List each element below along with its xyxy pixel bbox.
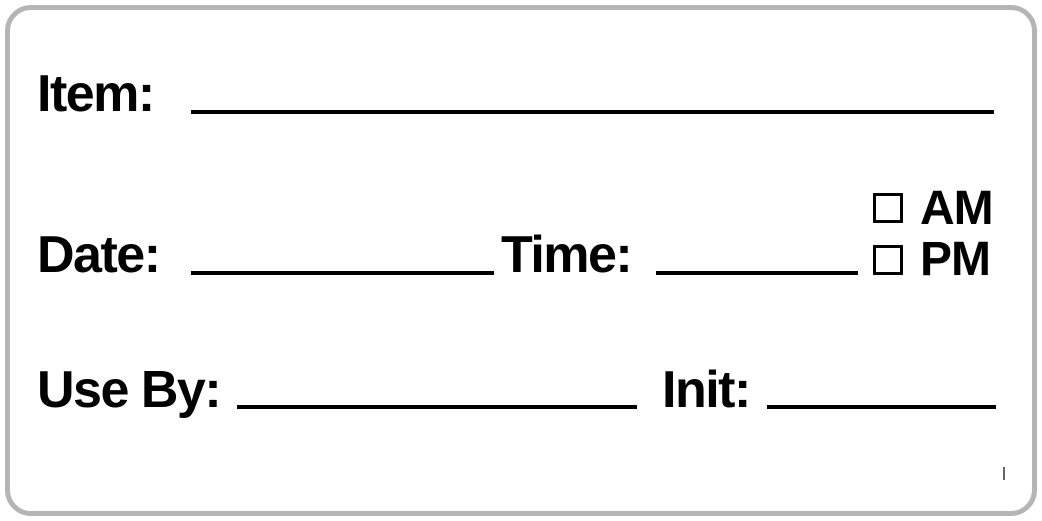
am-checkbox[interactable] <box>873 193 903 223</box>
use-by-label: Use By: <box>37 361 222 419</box>
use-by-write-line[interactable] <box>237 405 637 409</box>
food-label-card <box>5 5 1037 516</box>
date-label: Date: <box>37 226 161 284</box>
time-label: Time: <box>501 226 633 284</box>
date-write-line[interactable] <box>191 271 494 275</box>
pm-checkbox[interactable] <box>873 245 903 275</box>
item-label: Item: <box>37 65 155 123</box>
item-write-line[interactable] <box>191 110 994 114</box>
pm-label: PM <box>920 233 991 286</box>
init-write-line[interactable] <box>767 405 996 409</box>
am-label: AM <box>920 182 994 235</box>
init-label: Init: <box>662 361 751 419</box>
corner-tick-mark <box>1003 467 1005 480</box>
time-write-line[interactable] <box>656 271 858 275</box>
